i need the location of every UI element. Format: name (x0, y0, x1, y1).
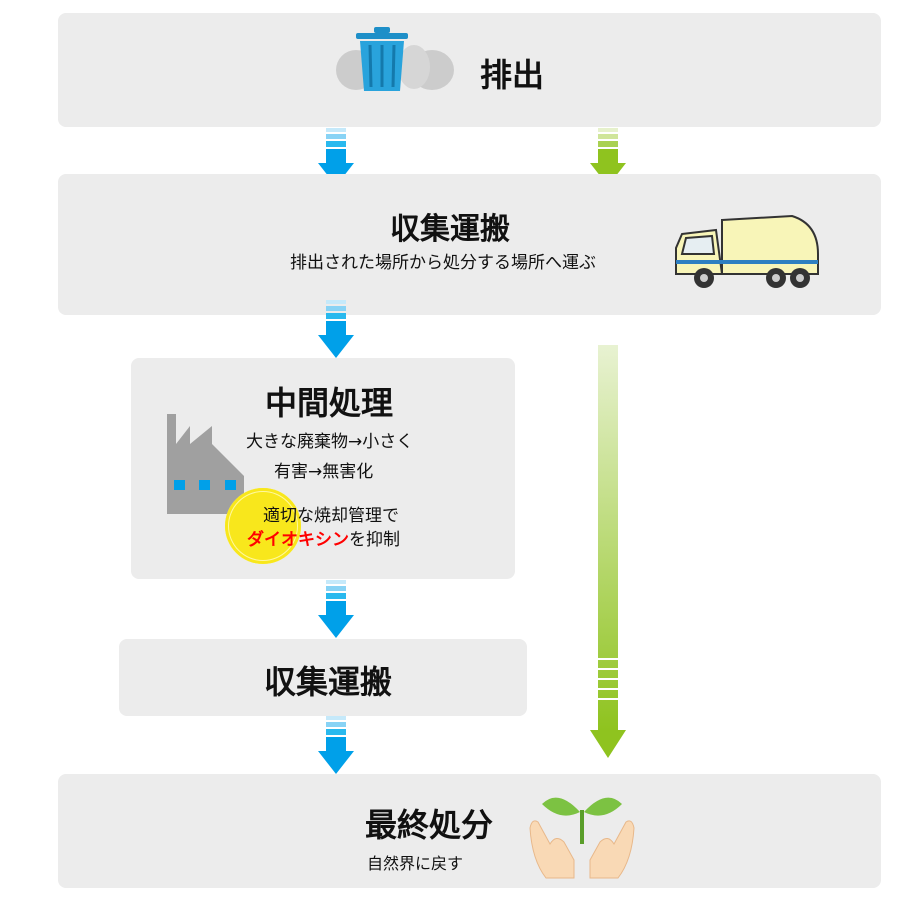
arrow-down-blue (318, 300, 354, 360)
long-arrow-green (598, 345, 618, 730)
arrow-head-green (590, 730, 626, 758)
discharge-title: 排出 (480, 56, 545, 94)
intermediate-title: 中間処理 (265, 384, 394, 422)
collection2-title: 収集運搬 (264, 663, 393, 701)
collection-title: 収集運搬 (390, 212, 510, 247)
final-desc: 自然界に戻す (367, 854, 464, 873)
step-final (58, 774, 881, 888)
factory-icon (167, 414, 244, 514)
intermediate-line3: 適切な焼却管理で (263, 506, 399, 526)
step-discharge (58, 13, 881, 127)
sprout-hands-icon (529, 797, 635, 879)
arrow-down-blue (318, 716, 354, 776)
intermediate-line1: 大きな廃棄物→小さく (246, 432, 414, 452)
final-title: 最終処分 (365, 806, 494, 844)
collection-desc: 排出された場所から処分する場所へ運ぶ (290, 253, 596, 273)
trash-can-icon (336, 27, 454, 91)
arrow-stripes (598, 650, 618, 700)
intermediate-line4: ダイオキシンを抑制 (247, 530, 400, 550)
arrow-down-blue (318, 580, 354, 640)
garbage-truck-icon (675, 214, 819, 288)
highlight-circle (225, 488, 301, 564)
step-collection-2 (119, 639, 527, 716)
dioxin-text: ダイオキシン (247, 530, 349, 550)
intermediate-line2: 有害→無害化 (274, 462, 374, 482)
